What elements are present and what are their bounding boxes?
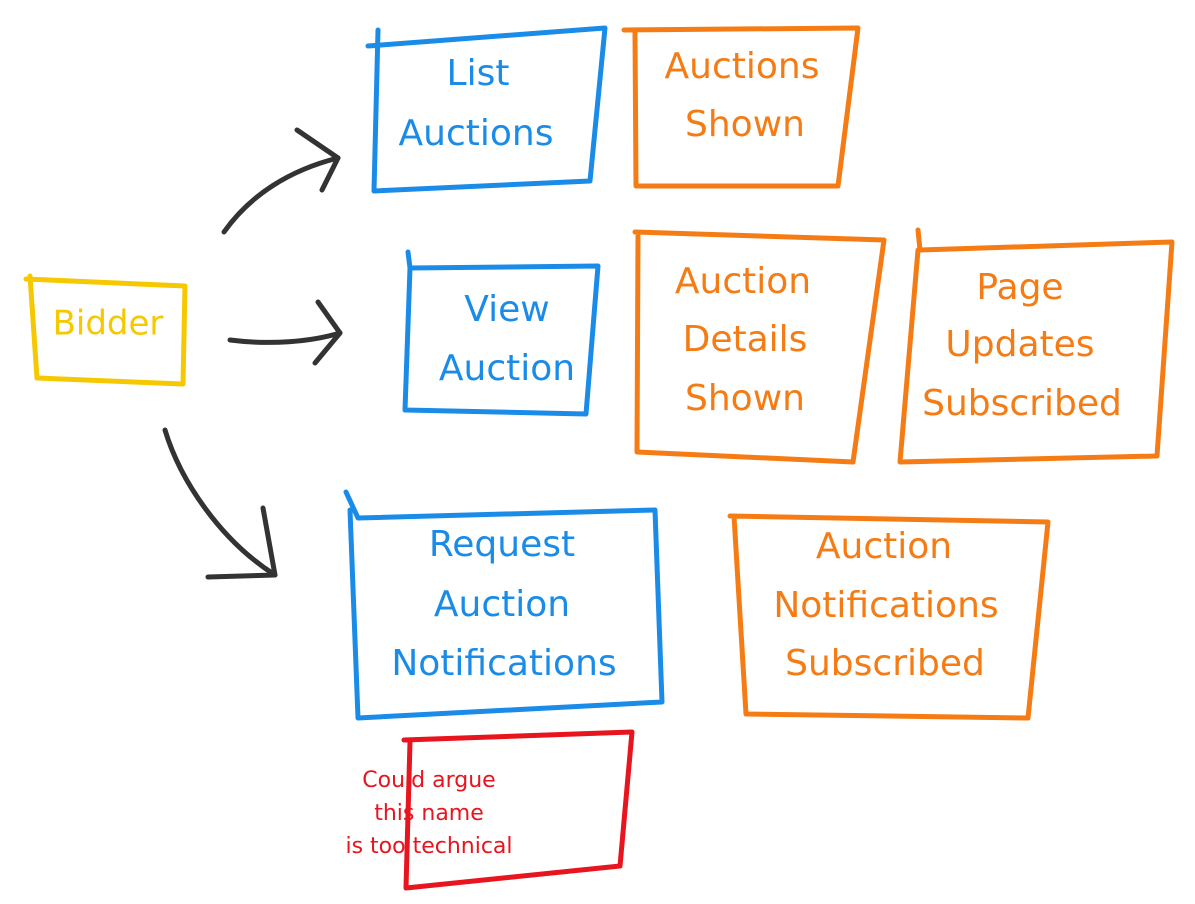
command-request-auction-notifications-border: [343, 489, 665, 721]
event-auction-details-shown-line-3: Shown: [685, 378, 805, 419]
event-page-updates-subscribed-line-1: Page: [976, 267, 1063, 308]
arrow-to-view-auction: [227, 299, 343, 366]
actor-bidder-border: [23, 273, 188, 387]
command-view-auction-line-2: Auction: [439, 348, 575, 389]
actor-bidder-label: Bidder: [53, 304, 164, 344]
event-auctions-shown-sticky[interactable]: Auctions Shown: [621, 25, 861, 189]
event-auctions-shown-border: [621, 25, 861, 189]
command-request-auction-notifications-line-1: Request: [429, 524, 575, 565]
event-auction-details-shown-sticky[interactable]: Auction Details Shown: [632, 229, 887, 465]
event-auction-details-shown-line-1: Auction: [675, 261, 811, 302]
note-border: [401, 729, 635, 891]
actor-bidder-sticky: Bidder: [23, 273, 188, 387]
event-auction-notifications-subscribed-line-1: Auction: [816, 526, 952, 567]
flow-arrows: [162, 127, 343, 580]
event-auction-details-shown-line-2: Details: [683, 319, 808, 360]
command-view-auction-border: [402, 249, 601, 417]
command-view-auction-sticky[interactable]: View Auction: [402, 249, 601, 417]
note-line-1: Could argue: [362, 768, 495, 793]
arrow-to-request-notifications: [162, 427, 278, 580]
note-line-3: is too technical: [345, 834, 512, 859]
event-page-updates-subscribed-line-3: Subscribed: [922, 383, 1122, 424]
event-page-updates-subscribed-line-2: Updates: [945, 324, 1094, 365]
note-line-2: this name: [374, 801, 484, 826]
event-auction-notifications-subscribed-line-2: Notifications: [773, 585, 998, 626]
event-auction-notifications-subscribed-line-3: Subscribed: [785, 643, 985, 684]
event-page-updates-subscribed-sticky[interactable]: Page Updates Subscribed: [897, 227, 1175, 465]
arrow-to-list-auctions: [221, 127, 341, 235]
event-auction-notifications-subscribed-border: [727, 513, 1051, 721]
event-auction-details-shown-border: [632, 229, 887, 465]
command-list-auctions-sticky[interactable]: List Auctions: [365, 25, 608, 194]
event-page-updates-subscribed-border: [897, 227, 1175, 465]
command-request-auction-notifications-sticky[interactable]: Request Auction Notifications: [343, 489, 665, 721]
command-request-auction-notifications-line-2: Auction: [434, 584, 570, 625]
command-request-auction-notifications-line-3: Notifications: [391, 643, 616, 684]
command-list-auctions-line-2: Auctions: [399, 113, 554, 154]
event-auction-notifications-subscribed-sticky[interactable]: Auction Notifications Subscribed: [727, 513, 1051, 721]
event-auctions-shown-line-1: Auctions: [665, 46, 820, 87]
command-view-auction-line-1: View: [464, 289, 549, 330]
note-sticky[interactable]: Could argue this name is too technical: [345, 729, 635, 891]
event-auctions-shown-line-2: Shown: [685, 104, 805, 145]
command-list-auctions-border: [365, 25, 608, 194]
command-list-auctions-line-1: List: [447, 53, 510, 94]
